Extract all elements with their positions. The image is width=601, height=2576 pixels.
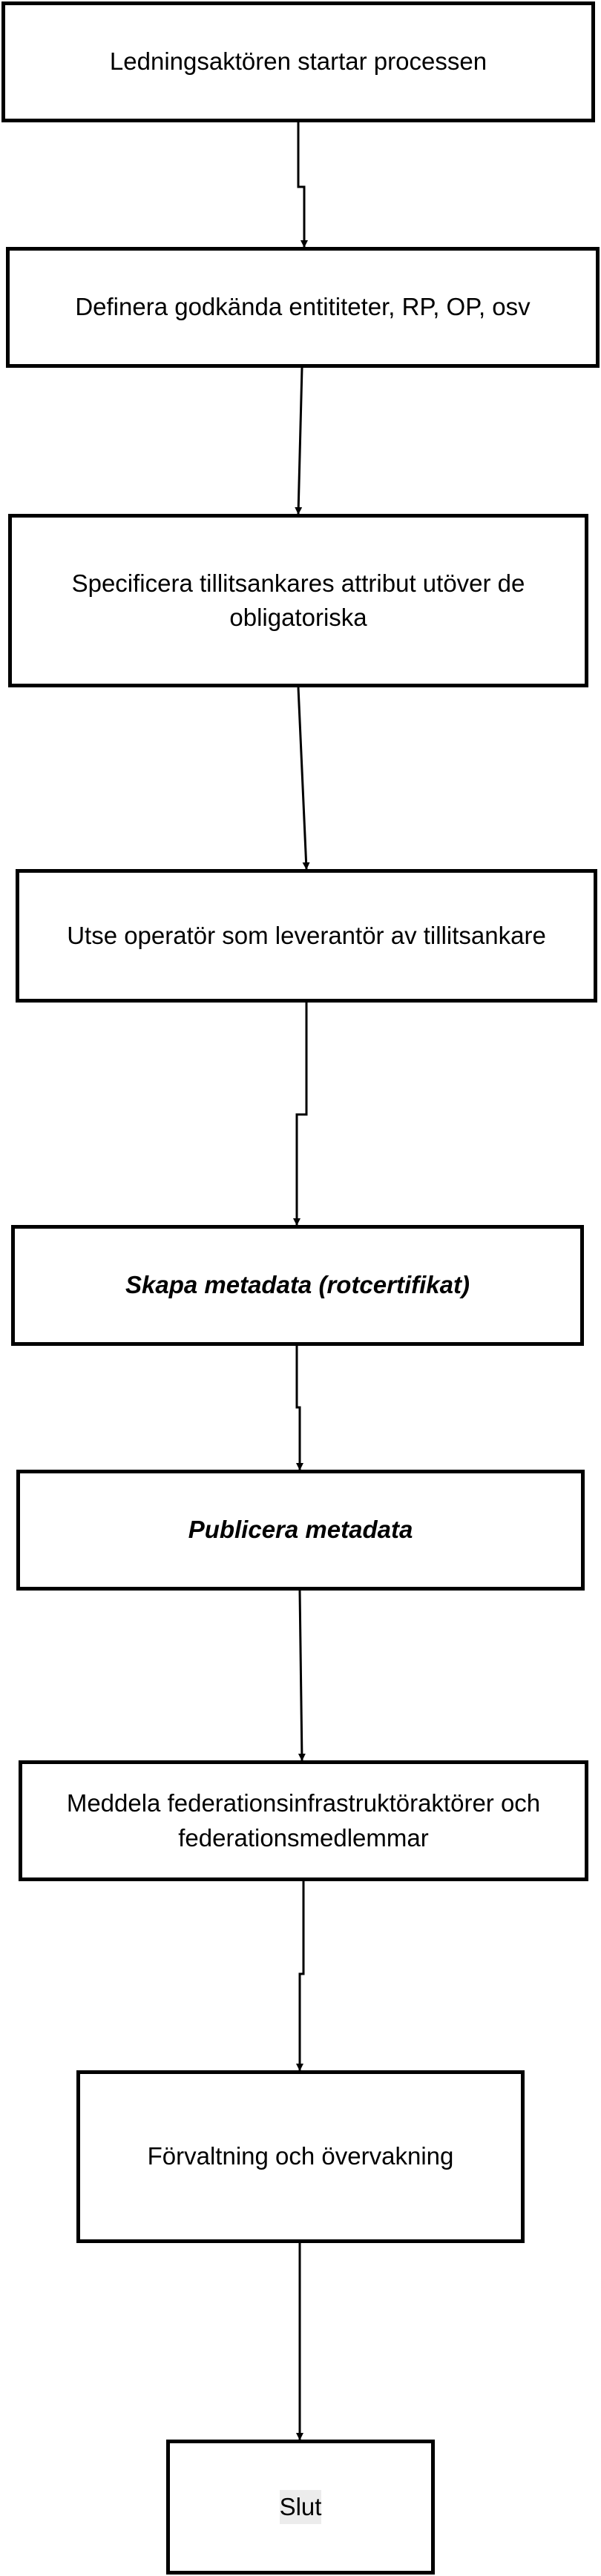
management-monitoring-label: Förvaltning och övervakning xyxy=(147,2142,454,2170)
connector-start-to-define xyxy=(297,122,308,248)
publish-metadata-label: Publicera metadata xyxy=(188,1516,413,1544)
create-metadata-label: Skapa metadata (rotcertifikat) xyxy=(125,1271,470,1299)
connector-create-to-publish xyxy=(295,1346,303,1470)
notify-members-label: Meddela federationsinfrastruktöraktörer … xyxy=(66,1789,541,1852)
publish-metadata-box: Publicera metadata xyxy=(16,1470,585,1591)
appoint-operator-box: Utse operatör som leverantör av tillitsa… xyxy=(16,869,597,1003)
connector-appoint-to-create-metadata xyxy=(293,1003,308,1226)
specify-attributes-label: Specificera tillitsankares attribut utöv… xyxy=(71,569,525,631)
connector-specify-to-appoint xyxy=(297,687,310,870)
notify-members-box: Meddela federationsinfrastruktöraktörer … xyxy=(19,1760,588,1881)
start-process-label: Ledningsaktören startar processen xyxy=(109,47,487,76)
create-metadata-box: Skapa metadata (rotcertifikat) xyxy=(11,1225,584,1346)
end-label: Slut xyxy=(279,2489,322,2525)
define-entities-label: Definera godkända entititeter, RP, OP, o… xyxy=(75,293,531,321)
connector-define-to-specify xyxy=(295,367,303,515)
start-process-box: Ledningsaktören startar processen xyxy=(1,1,595,122)
define-entities-box: Definera godkända entititeter, RP, OP, o… xyxy=(6,247,600,368)
specify-attributes-box: Specificera tillitsankares attribut utöv… xyxy=(8,514,588,687)
connector-notify-to-manage xyxy=(296,1881,305,2071)
end-box: Slut xyxy=(166,2440,435,2575)
appoint-operator-label: Utse operatör som leverantör av tillitsa… xyxy=(67,921,546,949)
connector-publish-to-notify xyxy=(298,1590,306,1761)
management-monitoring-box: Förvaltning och övervakning xyxy=(76,2070,525,2243)
